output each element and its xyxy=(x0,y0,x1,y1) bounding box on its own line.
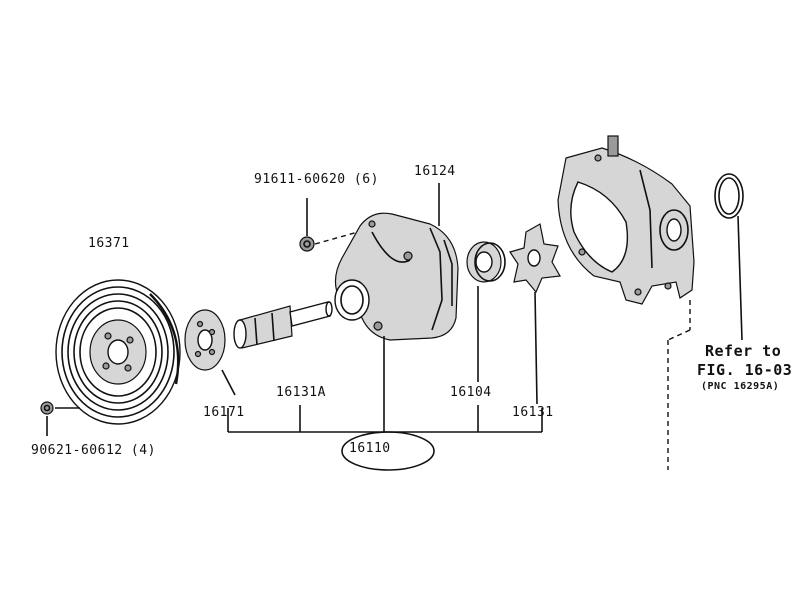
label-bolt-91611: 91611-60620 (6) xyxy=(254,172,379,187)
pump-cover-16124 xyxy=(334,183,459,341)
flange-16171 xyxy=(184,309,236,396)
label-flange-16171: 16171 xyxy=(203,405,245,420)
shaft-16131a xyxy=(233,301,333,349)
label-seal-16104: 16104 xyxy=(450,385,492,400)
label-shaft-16131a: 16131A xyxy=(276,385,326,400)
gasket-ring xyxy=(714,173,744,341)
label-refer-line1: Refer to xyxy=(705,342,782,360)
assembly-bracket xyxy=(227,336,543,471)
label-impeller-16131: 16131 xyxy=(512,405,554,420)
label-bolt-90621: 90621-60612 (4) xyxy=(31,443,156,458)
label-cover-16124: 16124 xyxy=(414,164,456,179)
label-refer-line3: (PNC 16295A) xyxy=(701,381,780,392)
pulley-16371 xyxy=(55,279,181,425)
bolt-90621 xyxy=(40,401,80,436)
seal-16104 xyxy=(466,241,506,382)
label-refer-line2: FIG. 16-03 xyxy=(697,361,793,379)
pump-housing xyxy=(557,135,695,470)
bolt-91611 xyxy=(299,198,359,252)
label-assembly-16110: 16110 xyxy=(349,441,391,456)
impeller-16131 xyxy=(509,223,561,405)
label-pulley-16371: 16371 xyxy=(88,236,130,251)
